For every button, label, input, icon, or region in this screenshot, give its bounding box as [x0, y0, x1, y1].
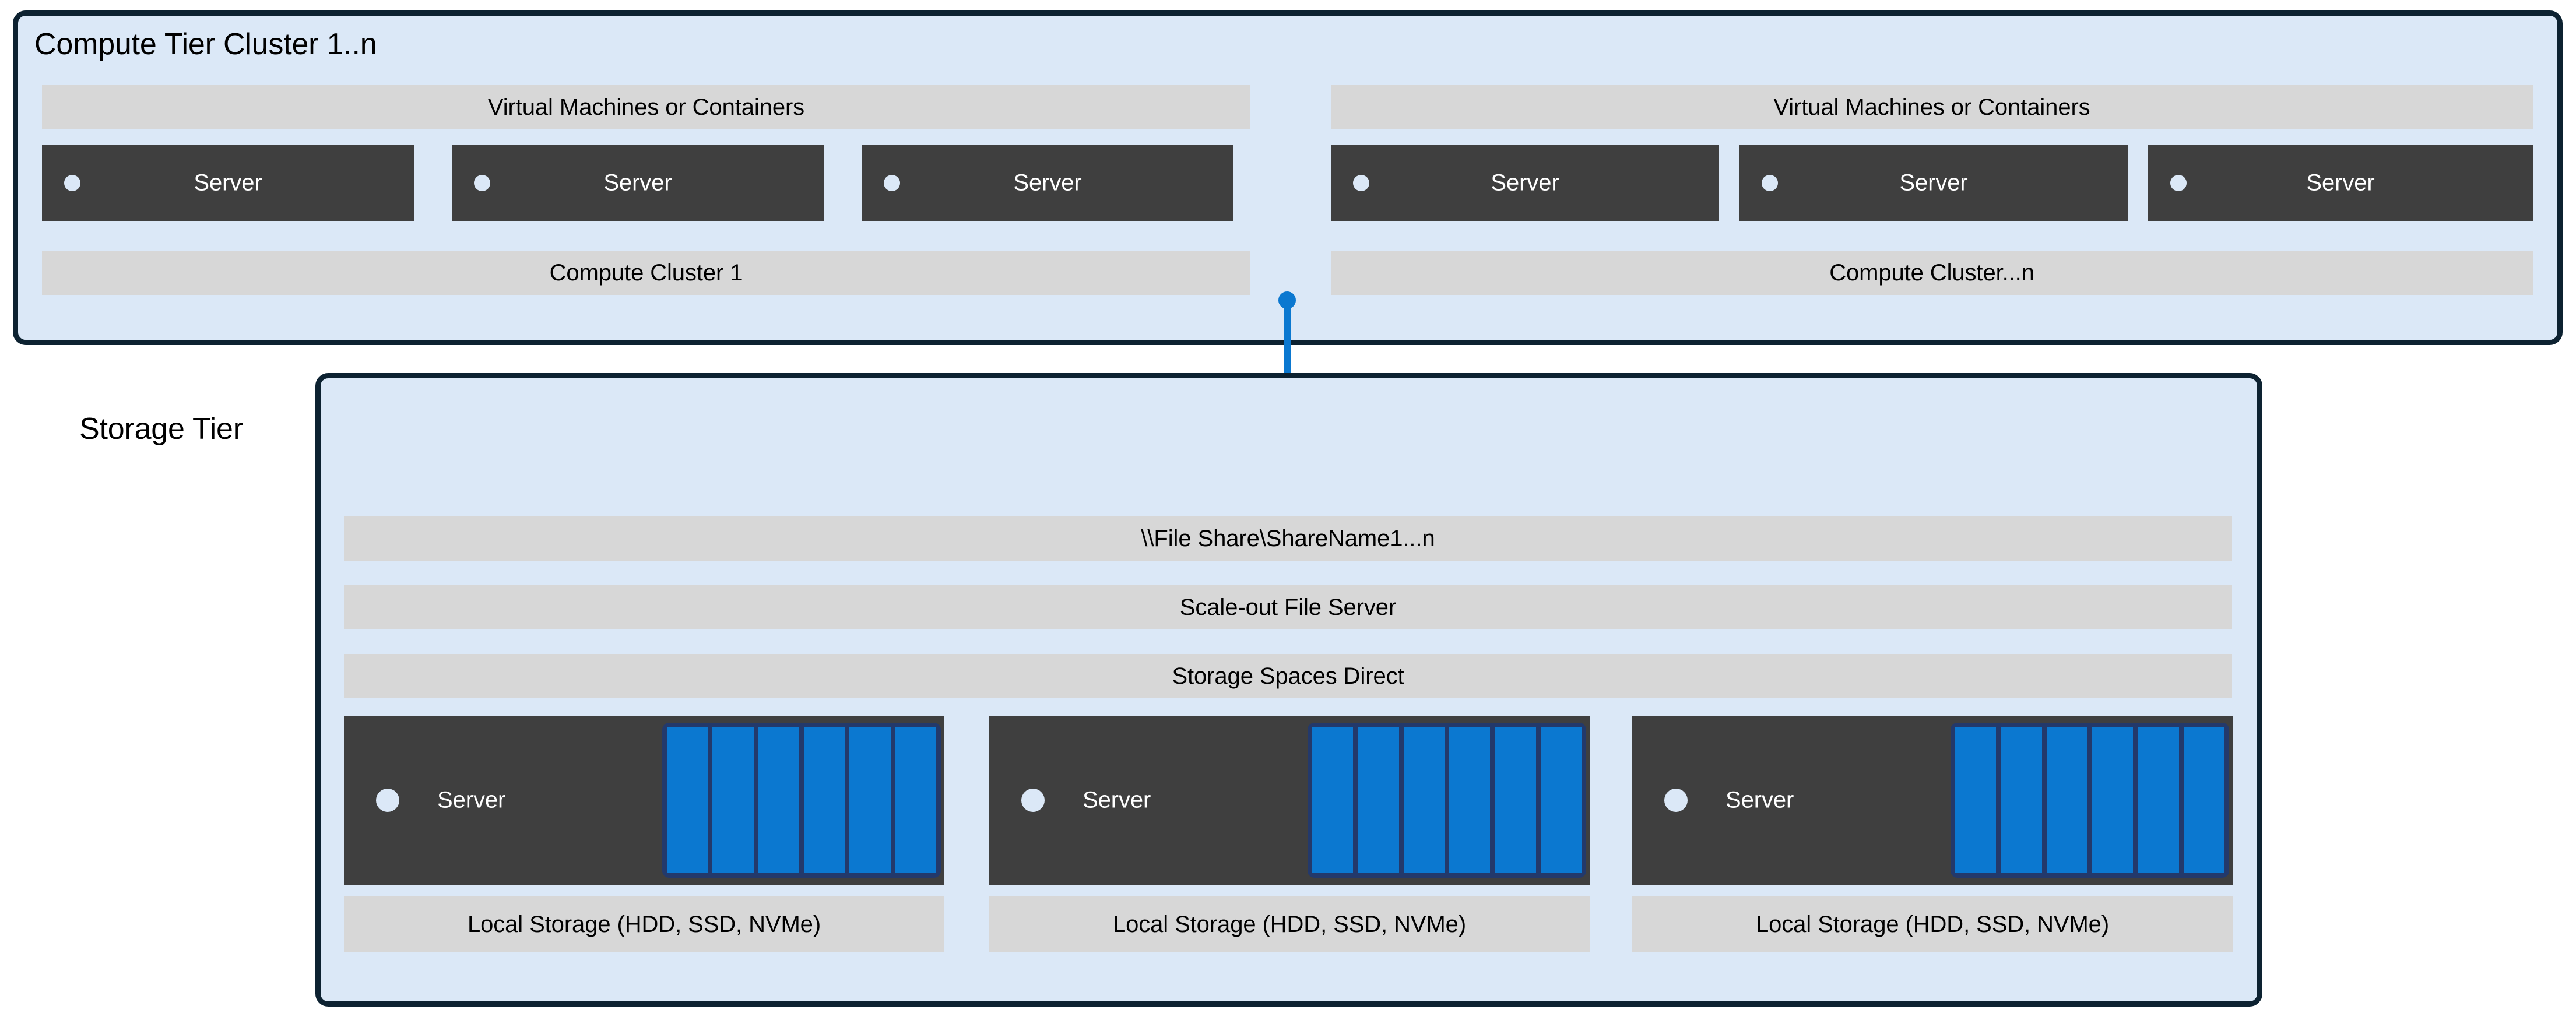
disk-bay: [2001, 727, 2042, 873]
storage-spaces-direct-layer: Storage Spaces Direct: [344, 654, 2232, 698]
disk-bay: [712, 727, 754, 873]
cluster-1-header: Virtual Machines or Containers: [42, 85, 1250, 129]
status-led-icon: [474, 175, 490, 191]
cluster-n-header: Virtual Machines or Containers: [1331, 85, 2533, 129]
status-led-icon: [64, 175, 80, 191]
cluster-1-footer: Compute Cluster 1: [42, 251, 1250, 295]
disk-bay: [895, 727, 936, 873]
storage-tier-title: Storage Tier: [79, 412, 243, 446]
compute-server-n-1[interactable]: Server: [1331, 145, 1719, 221]
compute-server-n-3[interactable]: Server: [2148, 145, 2533, 221]
local-storage-label-2: Local Storage (HDD, SSD, NVMe): [989, 896, 1590, 952]
scale-out-file-server-layer-label: Scale-out File Server: [1179, 594, 1397, 620]
storage-server-3-label: Server: [1725, 787, 1794, 813]
disk-bay: [2092, 727, 2134, 873]
local-storage-label-3: Local Storage (HDD, SSD, NVMe): [1632, 896, 2233, 952]
cluster-n-footer-label: Compute Cluster...n: [1829, 259, 2034, 286]
disk-bay: [758, 727, 799, 873]
scale-out-file-server-layer: Scale-out File Server: [344, 585, 2232, 629]
compute-server-1-3-label: Server: [1013, 170, 1082, 196]
compute-server-1-2-label: Server: [603, 170, 672, 196]
compute-server-1-3[interactable]: Server: [862, 145, 1233, 221]
disk-bay: [1312, 727, 1354, 873]
disk-bay: [1955, 727, 1997, 873]
compute-server-n-2-label: Server: [1899, 170, 1968, 196]
compute-server-1-1[interactable]: Server: [42, 145, 414, 221]
disk-bay: [803, 727, 845, 873]
file-share-layer: \\File Share\ShareName1...n: [344, 516, 2232, 561]
compute-tier-title: Compute Tier Cluster 1..n: [34, 27, 377, 61]
cluster-n-footer: Compute Cluster...n: [1331, 251, 2533, 295]
local-storage-2-label: Local Storage (HDD, SSD, NVMe): [1112, 911, 1467, 937]
local-storage-3-label: Local Storage (HDD, SSD, NVMe): [1755, 911, 2110, 937]
storage-server-2-label: Server: [1083, 787, 1151, 813]
disk-bay: [667, 727, 708, 873]
file-share-layer-label: \\File Share\ShareName1...n: [1141, 525, 1435, 551]
local-storage-1-label: Local Storage (HDD, SSD, NVMe): [467, 911, 821, 937]
status-led-icon: [1353, 175, 1369, 191]
status-led-icon: [2170, 175, 2187, 191]
compute-server-1-1-label: Server: [194, 170, 262, 196]
local-storage-label-1: Local Storage (HDD, SSD, NVMe): [344, 896, 944, 952]
disk-bay: [1358, 727, 1399, 873]
status-led-icon: [376, 789, 399, 812]
status-led-icon: [884, 175, 900, 191]
disk-array-2: [1308, 723, 1586, 878]
storage-spaces-direct-layer-label: Storage Spaces Direct: [1172, 663, 1404, 689]
cluster-1-header-label: Virtual Machines or Containers: [487, 94, 805, 120]
disk-bay: [1495, 727, 1536, 873]
compute-server-n-3-label: Server: [2306, 170, 2375, 196]
disk-bay: [849, 727, 891, 873]
status-led-icon: [1762, 175, 1778, 191]
disk-bay: [1403, 727, 1445, 873]
cluster-n-header-label: Virtual Machines or Containers: [1773, 94, 2090, 120]
compute-server-1-2[interactable]: Server: [452, 145, 824, 221]
cluster-1-footer-label: Compute Cluster 1: [549, 259, 743, 286]
compute-server-n-2[interactable]: Server: [1739, 145, 2128, 221]
disk-bay: [2183, 727, 2224, 873]
disk-array-1: [662, 723, 941, 878]
compute-server-n-1-label: Server: [1491, 170, 1559, 196]
disk-array-3: [1951, 723, 2229, 878]
disk-bay: [1540, 727, 1582, 873]
storage-server-1-label: Server: [437, 787, 506, 813]
disk-bay: [2046, 727, 2087, 873]
disk-bay: [1449, 727, 1491, 873]
disk-bay: [2138, 727, 2179, 873]
status-led-icon: [1021, 789, 1045, 812]
status-led-icon: [1664, 789, 1688, 812]
